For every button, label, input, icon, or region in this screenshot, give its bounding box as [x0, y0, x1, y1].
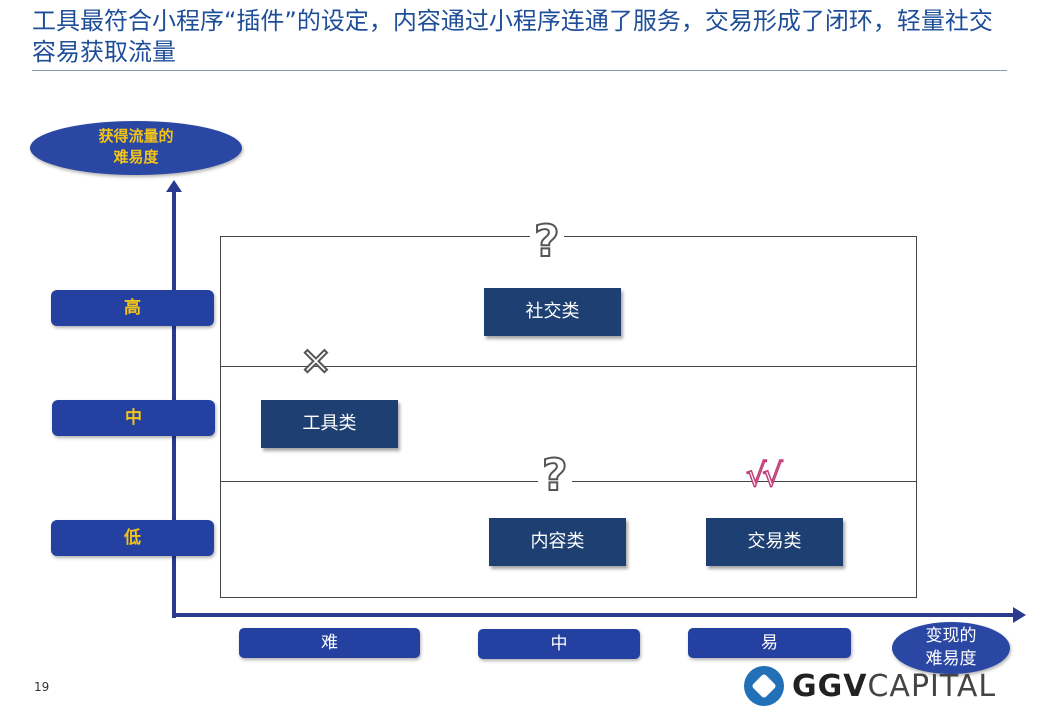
slide-title: 工具最符合小程序“插件”的设定，内容通过小程序连通了服务，交易形成了闭环，轻量社…: [32, 7, 993, 66]
x-axis-label: 变现的 难易度: [892, 622, 1010, 674]
logo-text-light: CAPITAL: [867, 668, 997, 704]
y-level-mid: 中: [52, 400, 215, 436]
logo-text-bold: GGV: [792, 668, 868, 704]
x-axis-line: [172, 613, 1017, 617]
quadrant-grid: [220, 236, 917, 598]
y-level-low: 低: [51, 520, 214, 556]
category-trade: 交易类: [706, 518, 843, 566]
page-number: 19: [34, 680, 50, 694]
category-tools: 工具类: [261, 400, 398, 448]
title-divider: [32, 70, 1007, 71]
y-axis-label-line1: 获得流量的: [98, 127, 174, 145]
category-social: 社交类: [484, 288, 621, 336]
x-axis-label-line1: 变现的: [925, 626, 977, 646]
question-mark-icon: ?: [538, 453, 572, 499]
y-axis-arrowhead: [166, 180, 182, 192]
y-level-high: 高: [51, 290, 214, 326]
cross-icon: ✕: [299, 339, 333, 385]
x-axis-arrowhead: [1013, 607, 1026, 623]
double-check-icon: √√: [745, 455, 783, 495]
y-axis-label: 获得流量的 难易度: [30, 121, 242, 175]
x-axis-label-line2: 难易度: [925, 649, 977, 669]
grid-divider-upper: [220, 366, 917, 367]
question-mark-icon: ?: [530, 219, 564, 265]
x-level-hard: 难: [239, 628, 420, 658]
x-level-easy: 易: [688, 628, 851, 658]
ggv-logo-icon: [744, 666, 784, 706]
y-axis-label-line2: 难易度: [113, 148, 159, 166]
ggv-capital-logo: GGVCAPITAL: [744, 666, 996, 706]
x-level-mid: 中: [478, 629, 640, 659]
category-content: 内容类: [489, 518, 626, 566]
